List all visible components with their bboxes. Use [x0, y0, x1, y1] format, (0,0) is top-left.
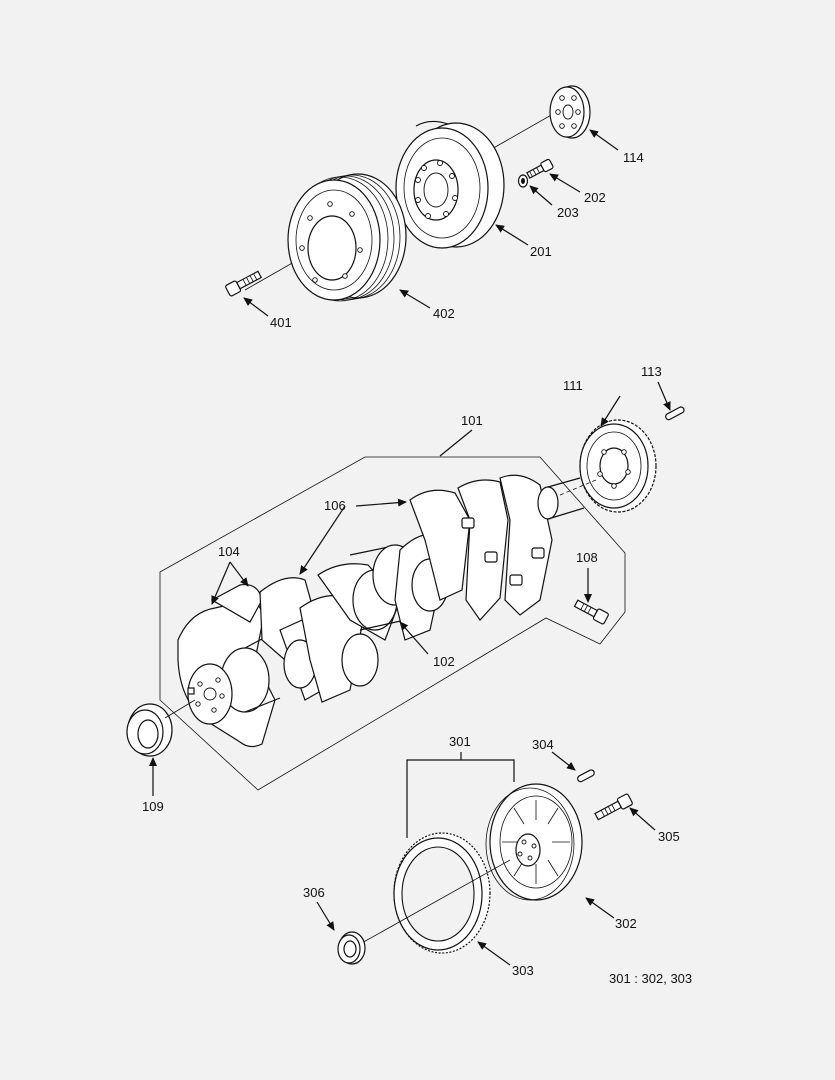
washer-203: [517, 174, 529, 188]
callout-108: 108: [576, 550, 598, 565]
crankshaft-101: [177, 474, 585, 748]
callout-203: 203: [557, 205, 579, 220]
callout-102: 102: [433, 654, 455, 669]
leader-lines: [149, 129, 671, 966]
callout-201: 201: [530, 244, 552, 259]
composition-note: 301 : 302, 303: [609, 971, 692, 986]
bolt-305: [594, 793, 633, 821]
callout-304: 304: [532, 737, 554, 752]
callout-101: 101: [461, 413, 483, 428]
bolt-108: [573, 599, 609, 625]
damper-pulley-201: [395, 120, 505, 249]
callout-302: 302: [615, 916, 637, 931]
oil-seal-109: [126, 703, 173, 757]
callout-106: 106: [324, 498, 346, 513]
bolt-202: [526, 158, 554, 179]
crank-gear-111: [579, 419, 657, 513]
bolt-401: [225, 270, 263, 297]
bearing-306: [337, 931, 366, 965]
pin-113: [665, 406, 685, 421]
callout-113: 113: [641, 364, 662, 379]
callout-111: 111: [563, 378, 583, 393]
callout-104: 104: [218, 544, 240, 559]
crankshaft-assembly-boundary: [159, 456, 626, 791]
seal-axis-line: [164, 699, 196, 719]
v-belt-pulley-402: [287, 173, 407, 302]
callout-109: 109: [142, 799, 164, 814]
flywheel-axis-line: [359, 859, 511, 945]
flywheel-302: [485, 783, 583, 901]
hub-flange-114: [549, 85, 591, 139]
callout-305: 305: [658, 829, 680, 844]
callout-303: 303: [512, 963, 534, 978]
pin-304: [577, 769, 595, 783]
callout-306: 306: [303, 885, 325, 900]
callout-401: 401: [270, 315, 292, 330]
callout-202: 202: [584, 190, 606, 205]
callout-301: 301: [449, 734, 471, 749]
ring-gear-303: [393, 832, 491, 954]
callout-402: 402: [433, 306, 455, 321]
callout-114: 114: [623, 150, 644, 165]
